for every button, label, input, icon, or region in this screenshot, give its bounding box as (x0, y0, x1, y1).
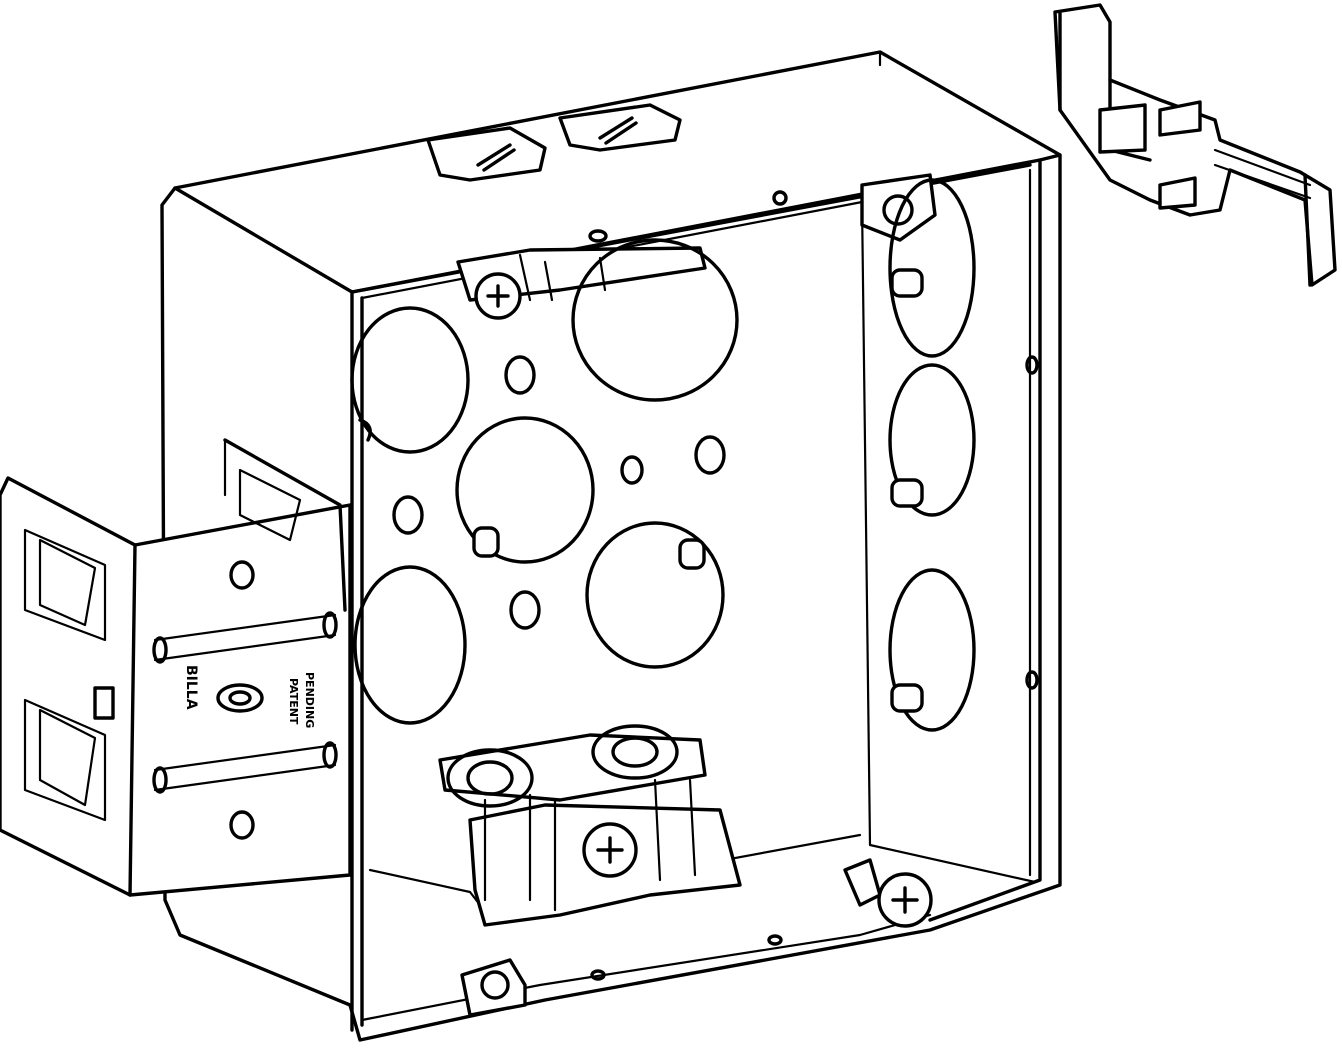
detached-mounting-clip (1053, 3, 1337, 287)
bottom-cable-clamp (438, 724, 742, 927)
bracket-patent-stamp-line-1: PATENT (287, 678, 300, 725)
top-flange-tabs (426, 103, 788, 243)
ground-screw (460, 858, 933, 1017)
bracket-patent-stamp-line-2: PENDING (303, 672, 316, 728)
mounting-bracket: BILLA PATENT PENDING (0, 438, 352, 897)
side-wall-knockouts (860, 173, 1039, 732)
top-grounding-bracket (456, 246, 707, 320)
back-wall-knockouts (350, 238, 739, 725)
bracket-brand-stamp: BILLA (183, 665, 199, 710)
